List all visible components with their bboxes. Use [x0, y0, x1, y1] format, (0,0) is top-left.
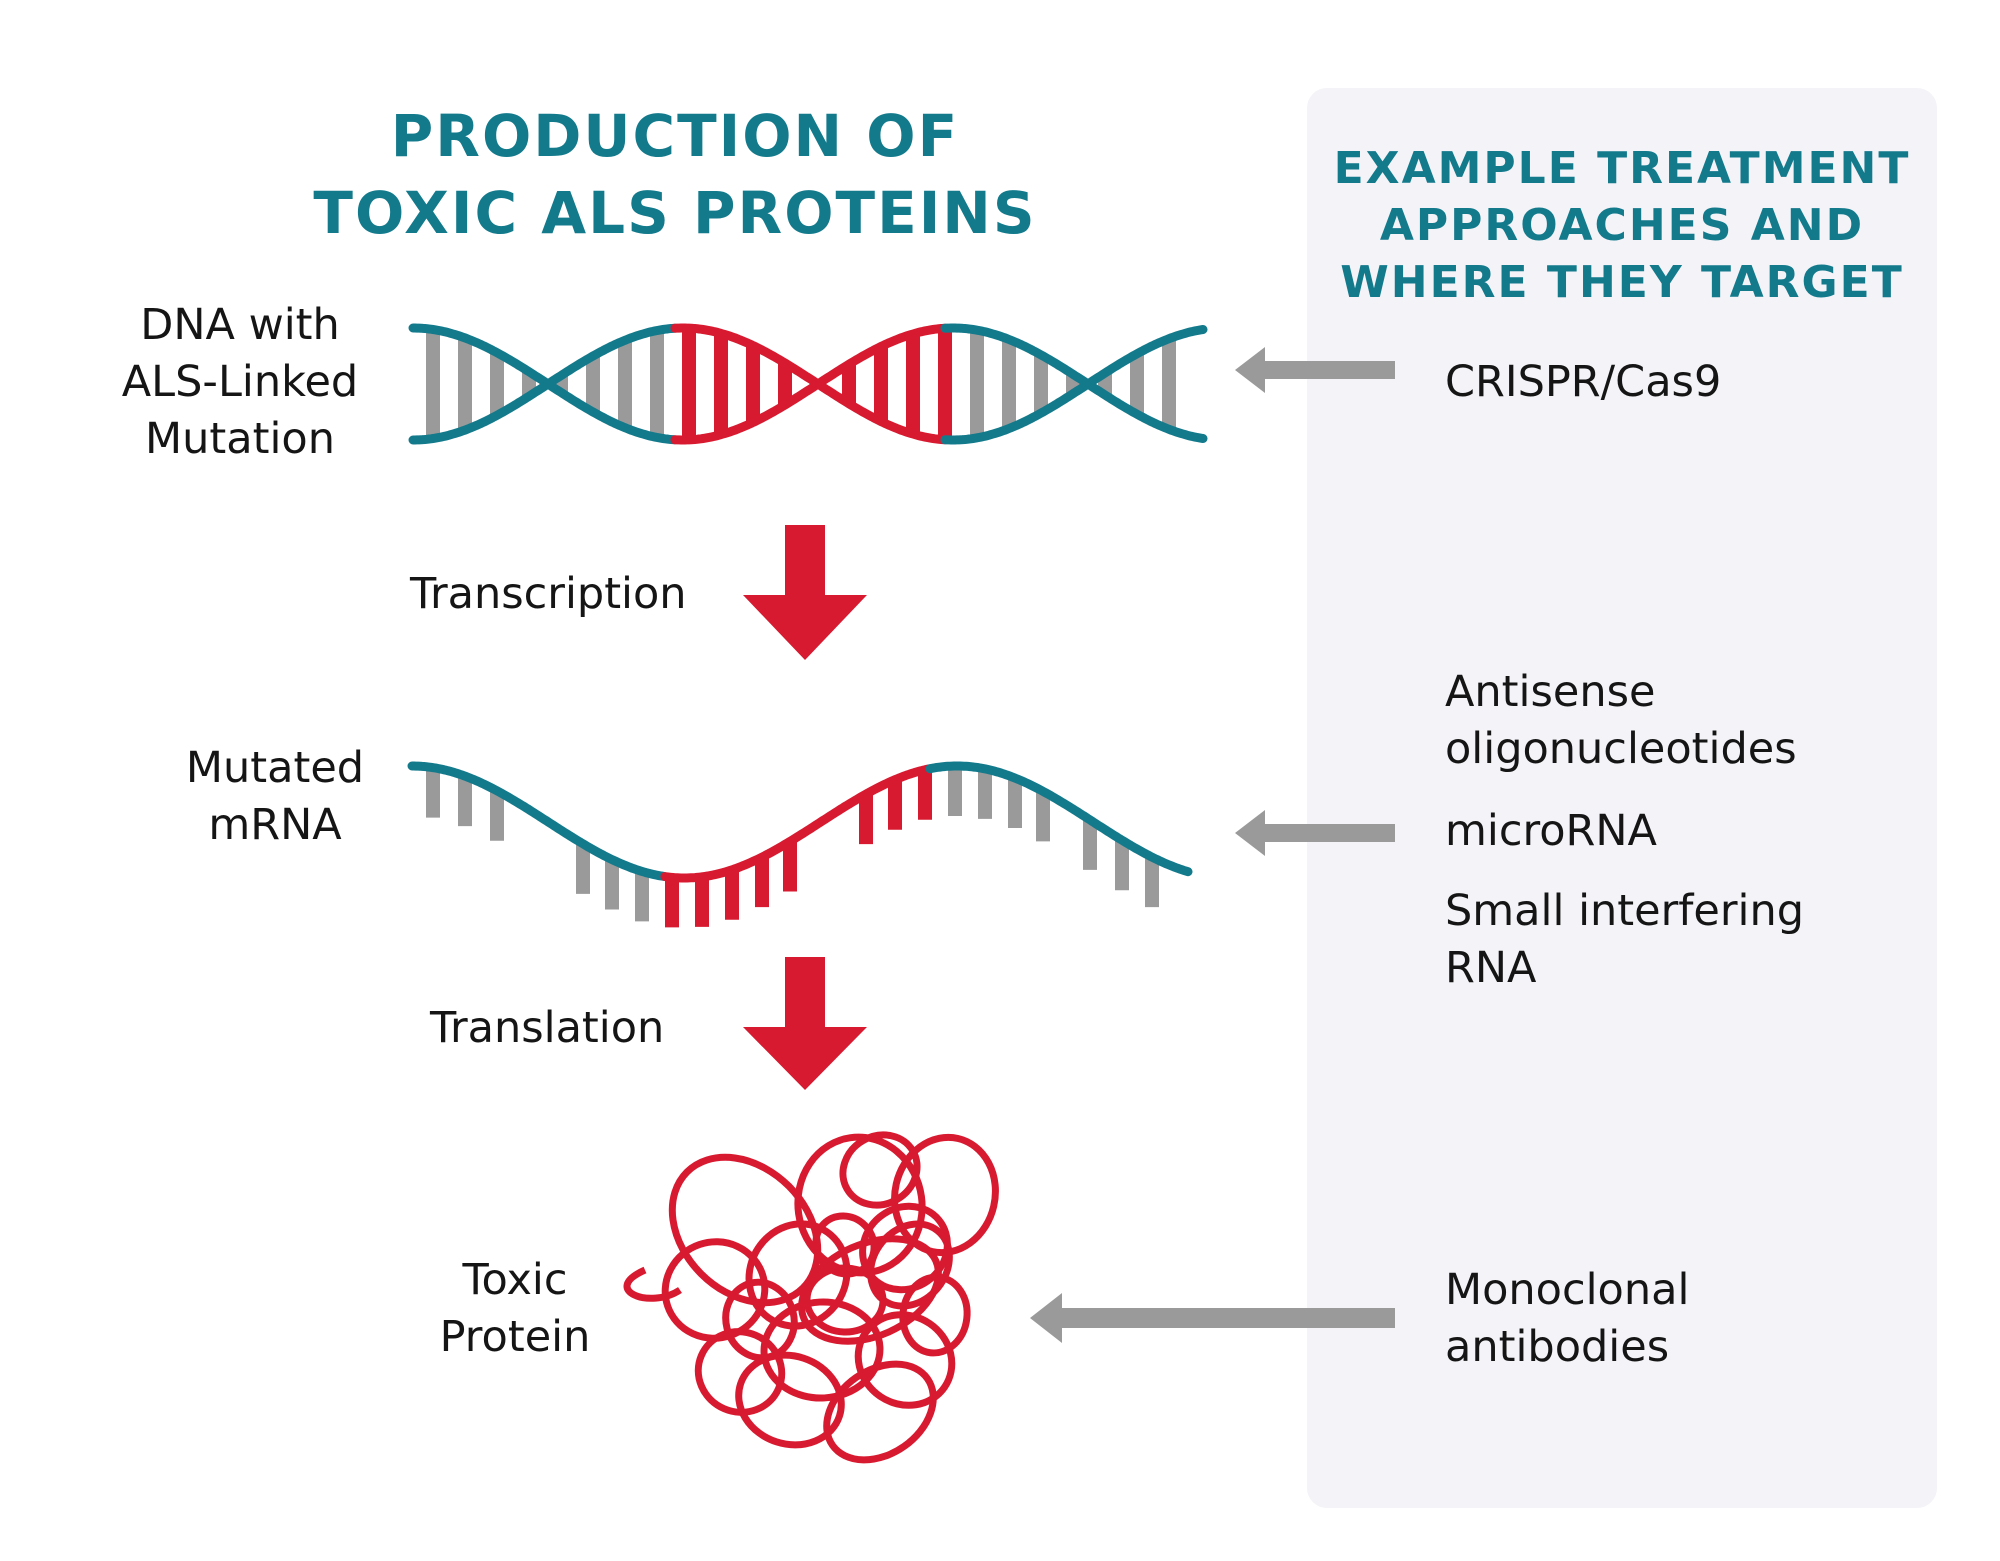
dna-label-line-2: ALS-Linked — [121, 357, 359, 407]
mrna-label: Mutated mRNA — [150, 740, 400, 854]
side-title: EXAMPLE TREATMENT APPROACHES AND WHERE T… — [1320, 140, 1924, 311]
dna-label-line-3: Mutation — [145, 414, 335, 464]
protein-coil-loop — [798, 1235, 942, 1345]
main-title-line-1: PRODUCTION OF — [390, 102, 960, 170]
treatment-panel — [1307, 88, 1937, 1508]
main-title: PRODUCTION OF TOXIC ALS PROTEINS — [280, 98, 1070, 252]
protein-coil-loop — [867, 1220, 953, 1310]
protein-label-line-2: Protein — [439, 1312, 591, 1362]
sirna-label: Small interfering RNA — [1445, 883, 1804, 997]
protein-coil-loop — [891, 1133, 999, 1257]
dna-label-line-1: DNA with — [140, 300, 340, 350]
protein-coil-loop — [722, 1278, 798, 1362]
antisense-label-line-2: oligonucleotides — [1445, 724, 1797, 774]
dna-mutated-strand-segment — [670, 323, 950, 445]
mrna-label-line-1: Mutated — [185, 743, 365, 793]
side-title-line-2: APPROACHES AND — [1379, 200, 1865, 251]
dna-label: DNA with ALS-Linked Mutation — [90, 297, 390, 468]
side-title-line-1: EXAMPLE TREATMENT — [1333, 143, 1911, 194]
crispr-label: CRISPR/Cas9 — [1445, 357, 1722, 407]
mrna-strand — [407, 761, 1193, 928]
toxic-protein-tangle — [623, 1131, 999, 1464]
monoclonal-label-line-1: Monoclonal — [1445, 1265, 1690, 1315]
antisense-label-line-1: Antisense — [1445, 667, 1656, 717]
mrna-strand-segment — [407, 761, 669, 881]
mrna-label-line-2: mRNA — [208, 800, 342, 850]
side-title-line-3: WHERE THEY TARGET — [1340, 257, 1904, 308]
dna-strand-segment — [940, 323, 1208, 443]
dna-strand-segment — [940, 325, 1208, 445]
protein-label-line-1: Toxic — [462, 1255, 568, 1305]
dna-strand-segment — [408, 323, 680, 445]
monoclonal-label-line-2: antibodies — [1445, 1322, 1670, 1372]
crispr-target-arrow — [1235, 347, 1395, 393]
protein-coil-loop — [623, 1266, 682, 1302]
dna-mutated-strand-segment — [670, 323, 950, 445]
protein-target-arrow — [1030, 1293, 1395, 1343]
translation-label: Translation — [430, 1003, 665, 1053]
protein-coil-loop — [812, 1212, 878, 1278]
translation-arrow — [743, 957, 867, 1090]
protein-coil-loop — [760, 1298, 884, 1402]
transcription-label: Transcription — [410, 569, 687, 619]
protein-coil-loop — [694, 1328, 786, 1416]
mrna-strand-segment — [925, 761, 1193, 877]
protein-label: Toxic Protein — [410, 1252, 620, 1366]
monoclonal-label: Monoclonal antibodies — [1445, 1262, 1689, 1376]
protein-coil-loop — [839, 1131, 921, 1209]
mrna-mutated-strand-segment — [660, 764, 934, 883]
main-title-line-2: TOXIC ALS PROTEINS — [313, 179, 1037, 247]
dna-double-helix — [408, 323, 1208, 445]
sirna-label-line-2: RNA — [1445, 943, 1537, 993]
protein-coil-loop — [735, 1351, 845, 1449]
microrna-label: microRNA — [1445, 806, 1657, 856]
protein-coil-loop — [823, 1360, 937, 1464]
rna-target-arrow — [1235, 810, 1395, 856]
sirna-label-line-1: Small interfering — [1445, 886, 1805, 936]
protein-coil-loop — [899, 1273, 971, 1357]
protein-coil-loop — [854, 1311, 956, 1409]
antisense-label: Antisense oligonucleotides — [1445, 664, 1797, 778]
transcription-arrow — [743, 525, 867, 660]
